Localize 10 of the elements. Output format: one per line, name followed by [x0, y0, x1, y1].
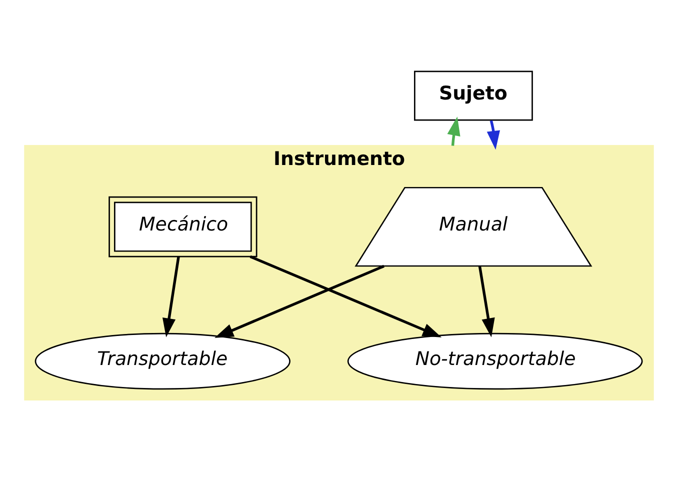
arrow: [447, 116, 460, 146]
arrow: [162, 256, 180, 338]
arrow: [250, 255, 442, 338]
arrow: [486, 120, 500, 150]
arrow: [214, 264, 384, 338]
node-ellipse: No-transportable: [347, 332, 643, 390]
arrow: [478, 266, 495, 338]
node-box: Mecánico: [108, 196, 258, 258]
node-ellipse: Transportable: [34, 332, 290, 390]
node-box: Sujeto: [414, 70, 533, 121]
